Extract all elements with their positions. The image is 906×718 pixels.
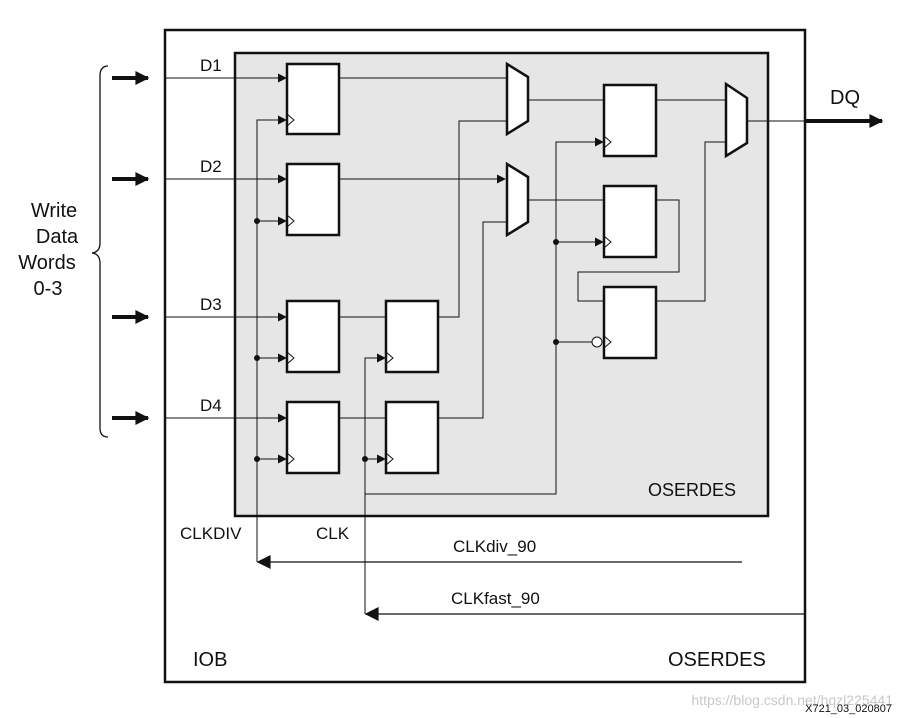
input-label-d3: D3 xyxy=(200,295,222,314)
input-label-d2: D2 xyxy=(200,157,222,176)
inverted-clock-bubble xyxy=(591,336,603,348)
watermark-text: https://blog.csdn.net/hqzl225441 xyxy=(691,692,893,708)
mux-2 xyxy=(505,161,530,238)
register-mux-b xyxy=(602,184,658,259)
input-group-label-line-3: Words xyxy=(18,252,75,274)
register-d2 xyxy=(285,162,341,237)
mux-out xyxy=(724,81,749,159)
clock-edge-markers xyxy=(286,113,612,466)
input-label-d1: D1 xyxy=(200,56,222,75)
clkdiv-label: CLKDIV xyxy=(180,524,242,543)
iob-label: IOB xyxy=(193,649,227,671)
signal-wires xyxy=(339,77,805,419)
register-mux-a xyxy=(602,83,658,158)
register-d3-stage2 xyxy=(384,299,440,374)
input-group-label-line-1: Write xyxy=(31,200,77,222)
register-neg-edge xyxy=(602,285,658,360)
mux-1 xyxy=(505,61,530,137)
clkfast-90-label: CLKfast_90 xyxy=(451,589,540,608)
register-d3 xyxy=(285,299,341,374)
input-label-d4: D4 xyxy=(200,396,222,415)
clkdiv-90-label: CLKdiv_90 xyxy=(453,537,536,556)
register-d4-stage2 xyxy=(384,400,440,475)
inner-block-label: OSERDES xyxy=(648,480,736,500)
clock-wires xyxy=(256,115,805,621)
input-group-brace xyxy=(91,65,109,438)
register-d1 xyxy=(285,62,341,136)
input-group-label-line-2: Data xyxy=(36,226,79,248)
outer-oserdes-label: OSERDES xyxy=(668,649,766,671)
figure-id: X721_03_020807 xyxy=(805,703,892,715)
clk-label: CLK xyxy=(316,524,350,543)
registers xyxy=(285,62,658,475)
input-arrows xyxy=(112,71,150,425)
input-group-label-line-4: 0-3 xyxy=(34,278,63,300)
register-d4 xyxy=(285,400,341,475)
output-label: DQ xyxy=(830,87,860,109)
data-input-wires xyxy=(165,73,287,423)
junction-dots xyxy=(254,218,559,462)
multiplexers xyxy=(505,61,749,238)
